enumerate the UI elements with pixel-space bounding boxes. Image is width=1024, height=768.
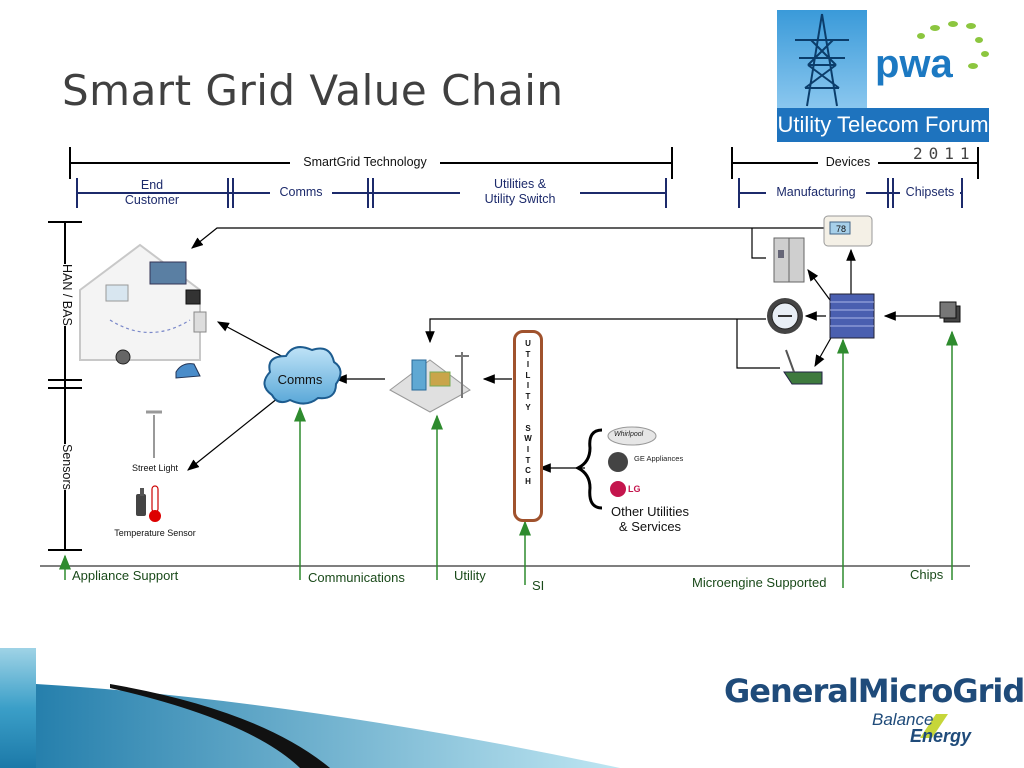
- value-chain-diagram: [40, 147, 979, 588]
- tower-icon: [795, 13, 849, 107]
- street-light-label: Street Light: [131, 463, 179, 473]
- other-utilities-label: Other Utilities& Services: [610, 504, 690, 534]
- utility-switch-letter: I: [526, 444, 530, 454]
- temperature-sensor-icon: [136, 485, 161, 522]
- si-label: SI: [532, 578, 545, 593]
- manufacturing-label: Manufacturing: [766, 185, 866, 200]
- utility-switch-letter: I: [526, 360, 530, 370]
- whirlpool-label: Whirlpool: [614, 431, 644, 438]
- utility-switch-letter: W: [524, 434, 532, 444]
- decorative-swoosh: [0, 648, 620, 768]
- pwa-year: 2011: [913, 144, 976, 163]
- utility-switch-letter: S: [525, 423, 531, 433]
- han-bas-label: HAN / BAS: [60, 264, 74, 326]
- sensors-label: Sensors: [60, 444, 74, 490]
- transmission-tower-image: [777, 10, 867, 110]
- communications-label: Communications: [308, 570, 405, 585]
- gm-tag-balance: Balance: [872, 710, 934, 729]
- refrigerator-icon: [773, 237, 805, 283]
- utility-switch-letter: H: [525, 476, 531, 486]
- gm-tag-energy: Energy: [910, 726, 972, 746]
- general-microgrids-logo: GeneralMicroGrids Balance Energy: [724, 672, 1024, 752]
- slide-title: Smart Grid Value Chain: [62, 66, 564, 115]
- network-card-icon: [783, 349, 823, 385]
- temperature-sensor-label: Temperature Sensor: [114, 528, 196, 538]
- comms-cloud-icon: [263, 346, 342, 405]
- lightning-mark-icon: [920, 714, 948, 738]
- thermostat-icon: [823, 215, 873, 247]
- pwa-logo: pwa Utility Telecom Forum 2011: [777, 10, 989, 163]
- comms-cloud-label: Comms: [277, 372, 323, 387]
- whirlpool-logo-icon: [607, 426, 657, 446]
- smartgrid-technology-label: SmartGrid Technology: [290, 155, 440, 170]
- smart-meter-icon: [767, 298, 803, 334]
- street-light-icon: [146, 410, 162, 458]
- utility-switch-letter: Y: [525, 402, 531, 412]
- decorative-bar: [0, 648, 36, 768]
- utility-switch-letter: U: [525, 339, 531, 348]
- utility-switch-letter: T: [525, 455, 531, 465]
- utility-switch-letter: L: [525, 370, 531, 380]
- chips-label: Chips: [910, 567, 944, 582]
- support-arrows: [59, 330, 958, 588]
- server-chip-icon: [829, 293, 875, 339]
- lg-label: LG: [628, 484, 641, 494]
- utility-switch-letter: I: [526, 381, 530, 391]
- comms-label: Comms: [270, 185, 332, 200]
- ge-logo-icon: [608, 452, 628, 472]
- ge-label: GE Appliances: [634, 454, 684, 463]
- utility-switch-letter: C: [525, 466, 531, 476]
- brand-brace: [574, 428, 603, 510]
- utilities-label: Utilities &Utility Switch: [460, 177, 580, 207]
- utility-switch-letter: T: [525, 349, 531, 359]
- gm-name: GeneralMicroGrids: [724, 672, 1024, 710]
- utility-label: Utility: [454, 568, 486, 583]
- devices-label: Devices: [818, 155, 878, 170]
- flow-arrows: [187, 227, 940, 473]
- house-icon: [79, 243, 207, 379]
- utility-switch-letter: T: [525, 391, 531, 401]
- lg-logo-icon: [610, 481, 626, 497]
- thermostat-reading: 78: [835, 224, 846, 234]
- appliance-support-label: Appliance Support: [72, 568, 179, 583]
- utility-building-icon: [389, 352, 471, 413]
- pwa-name: pwa: [875, 42, 953, 86]
- chip-icon: [939, 301, 961, 323]
- pwa-band: Utility Telecom Forum: [777, 108, 989, 142]
- utility-switch-letter: [516, 413, 540, 424]
- microengine-label: Microengine Supported: [692, 575, 827, 590]
- chipsets-label: Chipsets: [900, 185, 960, 200]
- green-dots-icon: [917, 21, 989, 69]
